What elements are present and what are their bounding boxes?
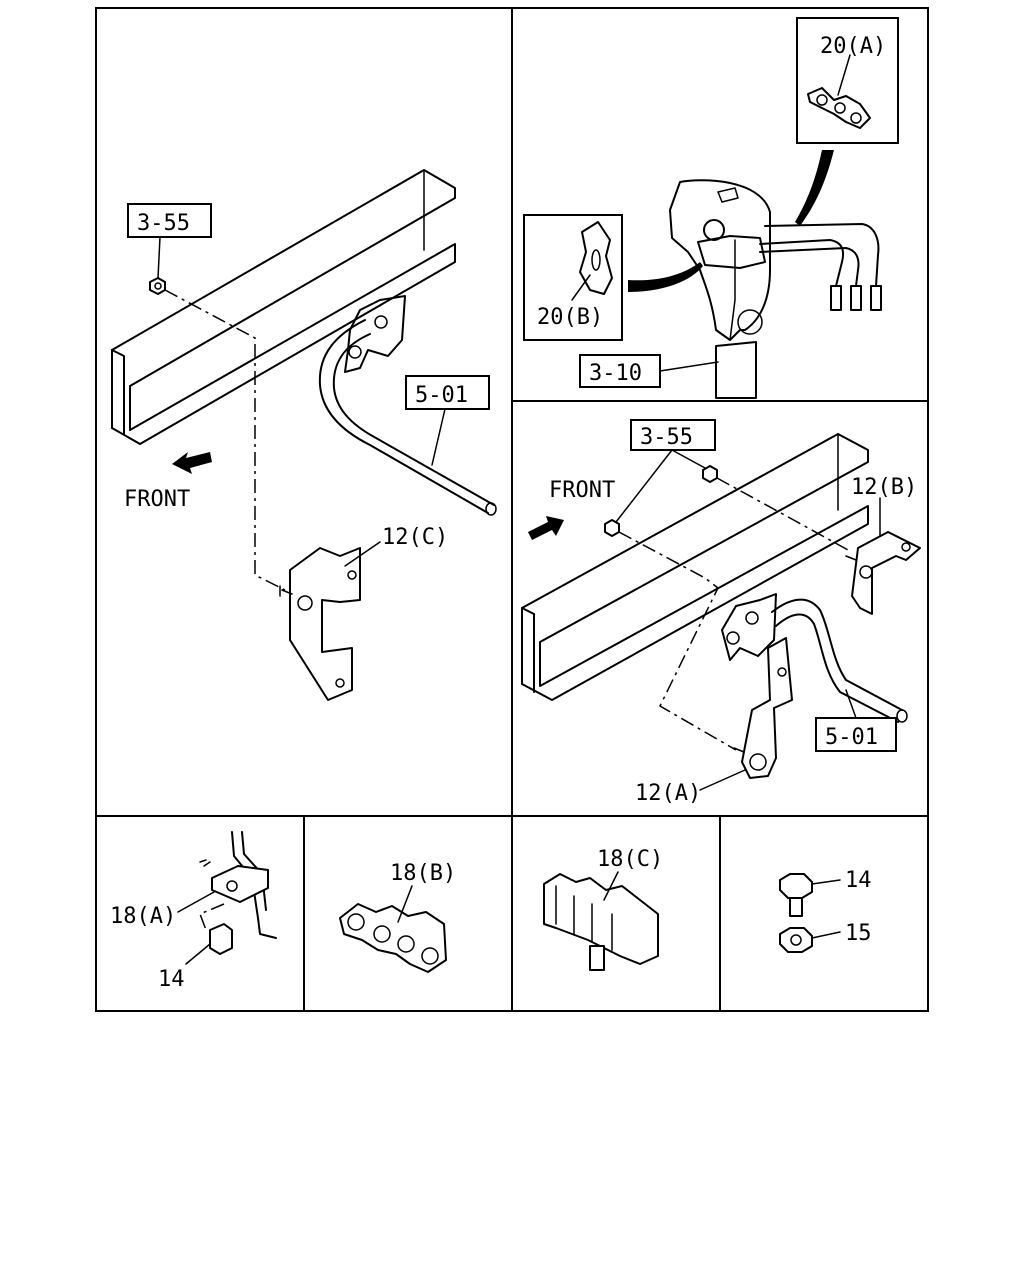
front-arrow-icon — [172, 452, 212, 474]
ref-box-5-01 — [405, 375, 490, 410]
panel-top-right-upper: 20(A) 20(B) 3-10 — [523, 17, 899, 399]
cell-18b: 18(B) — [339, 861, 456, 973]
part-20a-label: 20(A) — [820, 34, 886, 59]
assembly-line — [618, 531, 737, 751]
frame-rail — [521, 433, 869, 701]
leader-arrow-icon — [795, 150, 834, 226]
pipe-5-01 — [318, 319, 497, 516]
part-12a-label: 12(A) — [635, 781, 701, 806]
bracket-12a — [733, 637, 793, 779]
ref-5-01-label: 5-01 — [415, 383, 468, 408]
spring-hanger — [721, 593, 777, 661]
leader-arrow-icon — [628, 262, 703, 292]
frame-rail — [111, 169, 456, 445]
ref-box-3-10 — [579, 354, 661, 388]
bracket-12c — [279, 547, 361, 701]
panel-top-right-lower: FRONT 3-55 12(B) 5-01 12(A) — [521, 419, 921, 806]
nut-15 — [779, 927, 813, 953]
cell-bolt-nut: 14 15 — [779, 868, 872, 953]
clip-20a — [807, 87, 871, 129]
part-12c-label: 12(C) — [382, 525, 448, 550]
assembly-line — [164, 289, 286, 591]
ref-box-3-55 — [127, 203, 212, 238]
assembly-line — [716, 477, 849, 551]
part-14-label: 14 — [158, 967, 185, 992]
part-18b-label: 18(B) — [390, 861, 456, 886]
panel-frames — [95, 7, 929, 1012]
ref-5-01-label: 5-01 — [825, 725, 878, 750]
clip-20b — [579, 221, 613, 295]
part-12b-label: 12(B) — [851, 475, 917, 500]
ref-box-3-55 — [630, 419, 716, 451]
nut-3-55 — [149, 277, 166, 295]
cell-18a: 18(A) 14 — [110, 831, 277, 992]
nut-3-55 — [604, 519, 620, 537]
front-arrow-icon — [528, 516, 564, 540]
bolt-14 — [779, 873, 813, 917]
ref-3-55-label: 3-55 — [137, 211, 190, 236]
panel-top-left: FRONT 3-55 5-01 12(C) — [111, 169, 497, 701]
ref-box-5-01 — [815, 717, 897, 752]
front-label: FRONT — [549, 478, 615, 503]
part-14-label: 14 — [845, 868, 872, 893]
pipe-5-01 — [771, 598, 908, 723]
front-label: FRONT — [124, 487, 190, 512]
brake-assembly — [669, 179, 771, 399]
part-18a-label: 18(A) — [110, 904, 176, 929]
cell-18c: 18(C) — [543, 847, 663, 971]
part-18c-label: 18(C) — [597, 847, 663, 872]
ref-3-10-label: 3-10 — [589, 361, 642, 386]
bracket-12b — [845, 531, 921, 615]
part-20b-label: 20(B) — [537, 305, 603, 330]
spring-hanger — [344, 295, 406, 373]
brake-lines — [759, 223, 882, 311]
part-15-label: 15 — [845, 921, 872, 946]
ref-3-55-label: 3-55 — [640, 425, 693, 450]
